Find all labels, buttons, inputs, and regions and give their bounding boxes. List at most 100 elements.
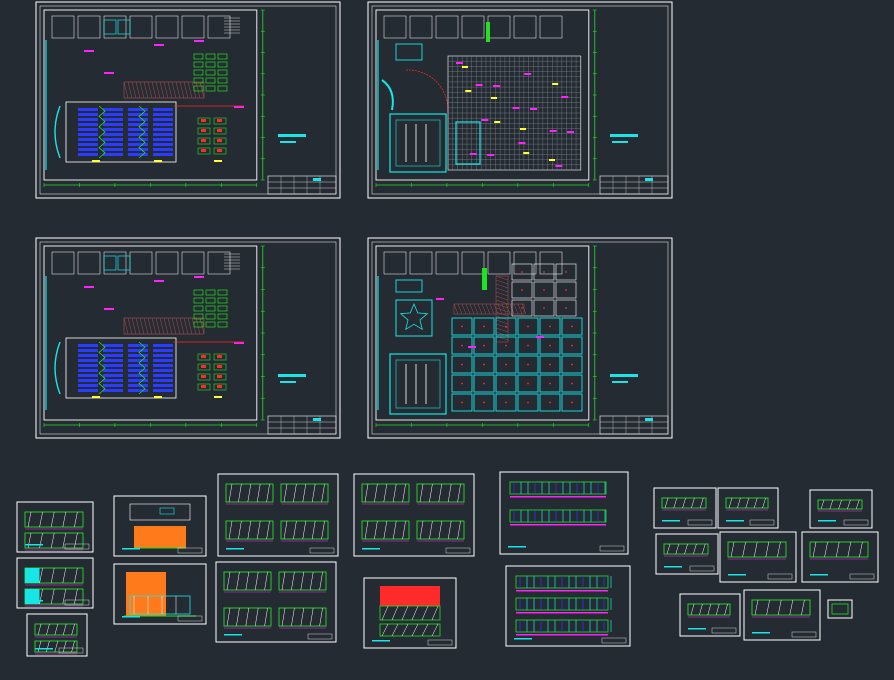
desk (193, 297, 204, 304)
elevation (379, 605, 441, 621)
downlight (461, 382, 463, 385)
coffer (473, 374, 495, 393)
office-desk (197, 147, 211, 155)
office-desk (213, 353, 227, 361)
light-fixture (487, 154, 495, 156)
office-chair (217, 365, 222, 368)
elevation (416, 483, 465, 503)
coffer (517, 336, 539, 355)
title-mark (688, 628, 706, 630)
title-block (64, 599, 90, 606)
desk (205, 305, 216, 312)
coffer (517, 355, 539, 374)
orange-panel (126, 572, 166, 616)
desk (193, 61, 204, 68)
office-desk (213, 147, 227, 155)
office-chair (217, 119, 222, 122)
downlight (461, 363, 463, 366)
column (482, 268, 487, 290)
seat-row (128, 128, 148, 131)
seat-row (78, 143, 98, 146)
coffer (495, 393, 517, 412)
title-block (177, 615, 203, 622)
downlight (461, 325, 463, 328)
seat-row (128, 354, 148, 357)
plan-sheet-3 (35, 237, 341, 439)
desk (217, 53, 228, 60)
title-mark (508, 546, 526, 548)
coffer (533, 281, 555, 299)
coffer (517, 317, 539, 336)
desk (217, 289, 228, 296)
desk (193, 69, 204, 76)
sheet-border (653, 487, 717, 529)
dimension (516, 612, 608, 614)
annotation (194, 40, 204, 42)
light-fixture (530, 108, 537, 110)
seat-row (153, 374, 173, 377)
downlight (461, 344, 463, 347)
seat-row (78, 118, 98, 121)
drawing-subtitle-mark (280, 141, 296, 143)
seat-row (128, 359, 148, 362)
room (513, 15, 537, 39)
desk (193, 313, 204, 320)
coffer (555, 263, 577, 281)
downlight (505, 401, 507, 404)
desk (193, 85, 204, 92)
elevation (416, 520, 465, 540)
sheet-border (679, 593, 741, 637)
title-block (177, 547, 203, 554)
seat-row (128, 143, 148, 146)
elevation-sheet-4 (113, 495, 207, 557)
title-mark (514, 638, 532, 640)
coffer (533, 263, 555, 281)
elevation-sheet-16 (719, 531, 797, 583)
sheet-inner-border (371, 5, 669, 195)
room (129, 251, 153, 275)
office-desk (197, 117, 211, 125)
seat-row (103, 349, 123, 352)
seat-row (153, 118, 173, 121)
seat-row (78, 384, 98, 387)
elevation (223, 607, 272, 627)
curved-glazing (381, 79, 394, 111)
room (51, 15, 75, 39)
fixture-label (523, 152, 530, 154)
room (461, 251, 485, 275)
annotation (84, 50, 94, 52)
light-fixture (549, 130, 557, 132)
office-chair (217, 385, 222, 388)
seat-row (103, 364, 123, 367)
office-desk (213, 137, 227, 145)
sheet-border (717, 487, 779, 529)
seat-row (78, 128, 98, 131)
title-mark (728, 574, 746, 576)
room (383, 15, 407, 39)
room (435, 251, 459, 275)
seat-row (153, 143, 173, 146)
ceiling-feature (455, 121, 481, 165)
title-mark (810, 574, 828, 576)
annotation (468, 346, 476, 348)
fixture-label (462, 66, 468, 68)
title-block (427, 639, 453, 646)
seat-row (153, 359, 173, 362)
office-desk (197, 353, 211, 361)
coffer (451, 355, 473, 374)
room-label (214, 160, 222, 162)
desk (193, 305, 204, 312)
coffer (451, 336, 473, 355)
elevation-sheet-9 (363, 577, 457, 649)
elevation (225, 483, 274, 503)
fixture-label (465, 90, 472, 92)
coffer (539, 374, 561, 393)
sheet-border (499, 471, 629, 555)
coffer (561, 355, 583, 374)
sheet-border (363, 577, 457, 649)
desk (205, 53, 216, 60)
elevation-sheet-10 (499, 471, 629, 555)
room (103, 251, 127, 275)
seat-row (78, 113, 98, 116)
